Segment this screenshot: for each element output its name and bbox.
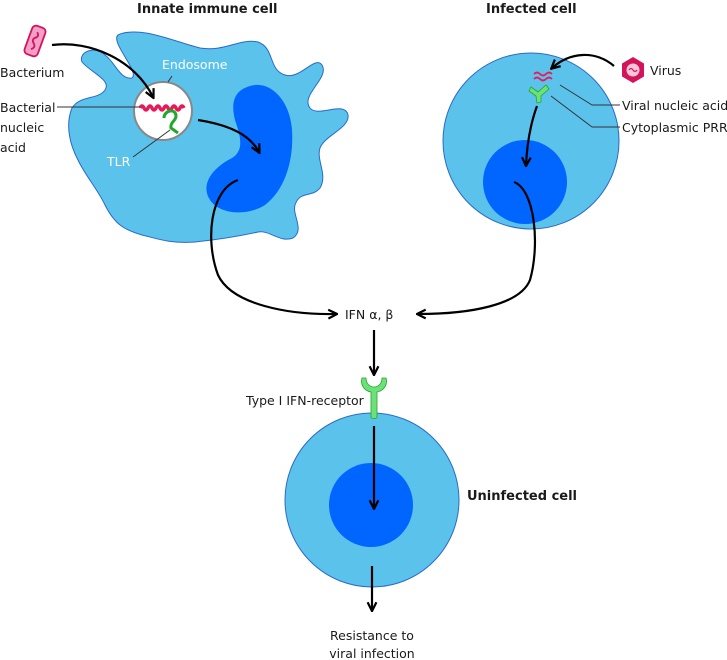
infected-to-ifn-arrow (418, 180, 537, 314)
bacterium-label: Bacterium (0, 65, 64, 80)
cytoplasmic-prr-label: Cytoplasmic PRR (622, 120, 727, 135)
innate-cell-title: Innate immune cell (137, 2, 278, 17)
prr-leader-1 (550, 95, 593, 128)
type-i-ifn-receptor (361, 377, 387, 419)
bacterial-nucleic-acid-label-1: Bacterial (0, 100, 55, 115)
resistance-label-1: Resistance to (330, 628, 414, 643)
viral-nucleic-acid-label: Viral nucleic acid (622, 98, 727, 113)
bacterium-entry-arrow (51, 43, 153, 97)
cytoplasmic-prr (528, 84, 550, 104)
innate-cell-nucleus (206, 84, 293, 213)
uninfected-cell-title: Uninfected cell (467, 489, 577, 504)
bacterial-nucleic-acid-label-2: nucleic (0, 120, 44, 135)
bacterial-nucleic-acid-label-3: acid (0, 140, 26, 155)
virus-entry-arrow (552, 53, 615, 68)
tlr-leader (132, 129, 171, 158)
bacterial-nucleic-acid (138, 104, 186, 112)
infected-cell-nucleus (483, 140, 567, 224)
virus-icon (622, 57, 644, 83)
innate-to-ifn-arrow (210, 178, 336, 314)
ifn-label: IFN α, β (345, 307, 393, 322)
endosome-label: Endosome (162, 57, 228, 72)
endosome-to-nucleus-arrow (197, 118, 259, 152)
resistance-label-2: viral infection (329, 646, 414, 660)
receptor-label: Type I IFN-receptor (245, 393, 365, 408)
endosome-leader (167, 75, 173, 83)
infected-cell-title: Infected cell (486, 2, 577, 17)
bacterium-icon (23, 24, 47, 58)
virus-label: Virus (650, 63, 681, 78)
prr-to-nucleus-arrow (526, 105, 539, 165)
tlr-receptor (162, 109, 179, 135)
viral-nucleic-acid-leader-1 (559, 84, 593, 106)
viral-nucleic-acid (533, 71, 553, 82)
tlr-label: TLR (106, 154, 131, 169)
uninfected-cell-nucleus (329, 463, 413, 547)
